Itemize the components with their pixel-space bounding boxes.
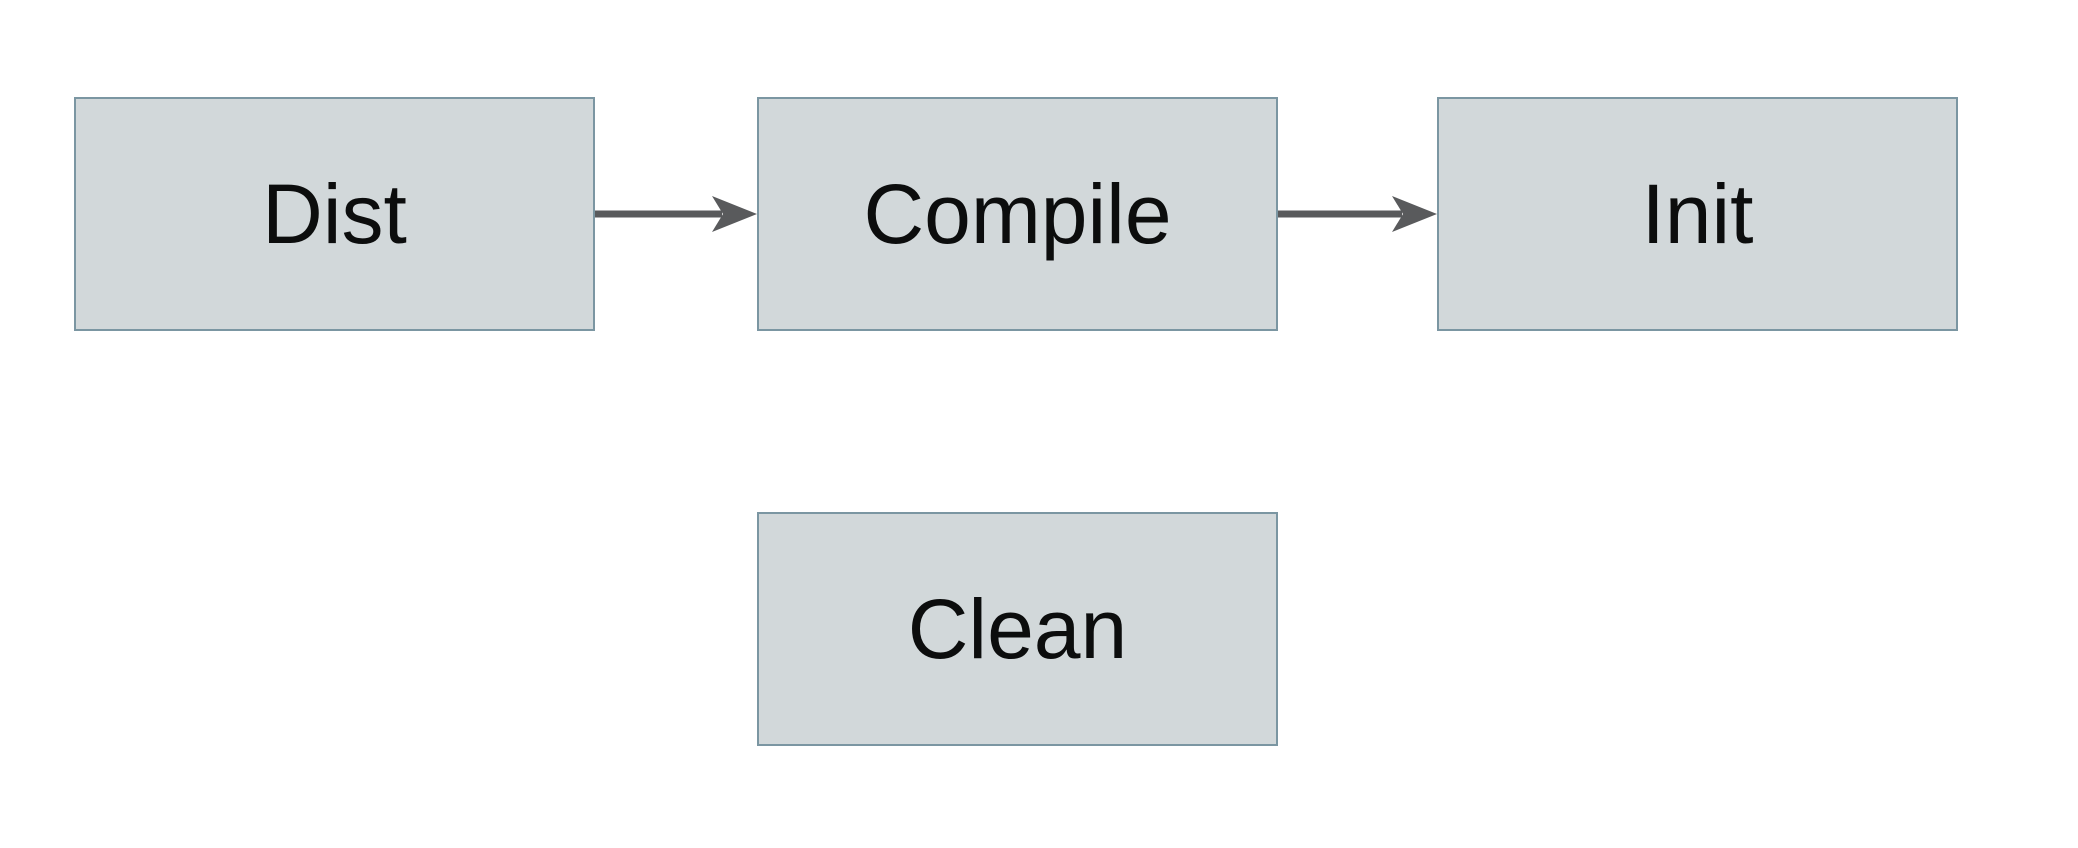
- arrow-dist-to-compile-icon: [595, 196, 757, 232]
- node-dist: Dist: [74, 97, 595, 331]
- node-init-label: Init: [1641, 167, 1754, 261]
- node-clean-label: Clean: [907, 582, 1128, 676]
- arrow-compile-to-init-icon: [1278, 196, 1437, 232]
- node-dist-label: Dist: [262, 167, 407, 261]
- node-init: Init: [1437, 97, 1958, 331]
- node-compile: Compile: [757, 97, 1278, 331]
- node-clean: Clean: [757, 512, 1278, 746]
- node-compile-label: Compile: [863, 167, 1172, 261]
